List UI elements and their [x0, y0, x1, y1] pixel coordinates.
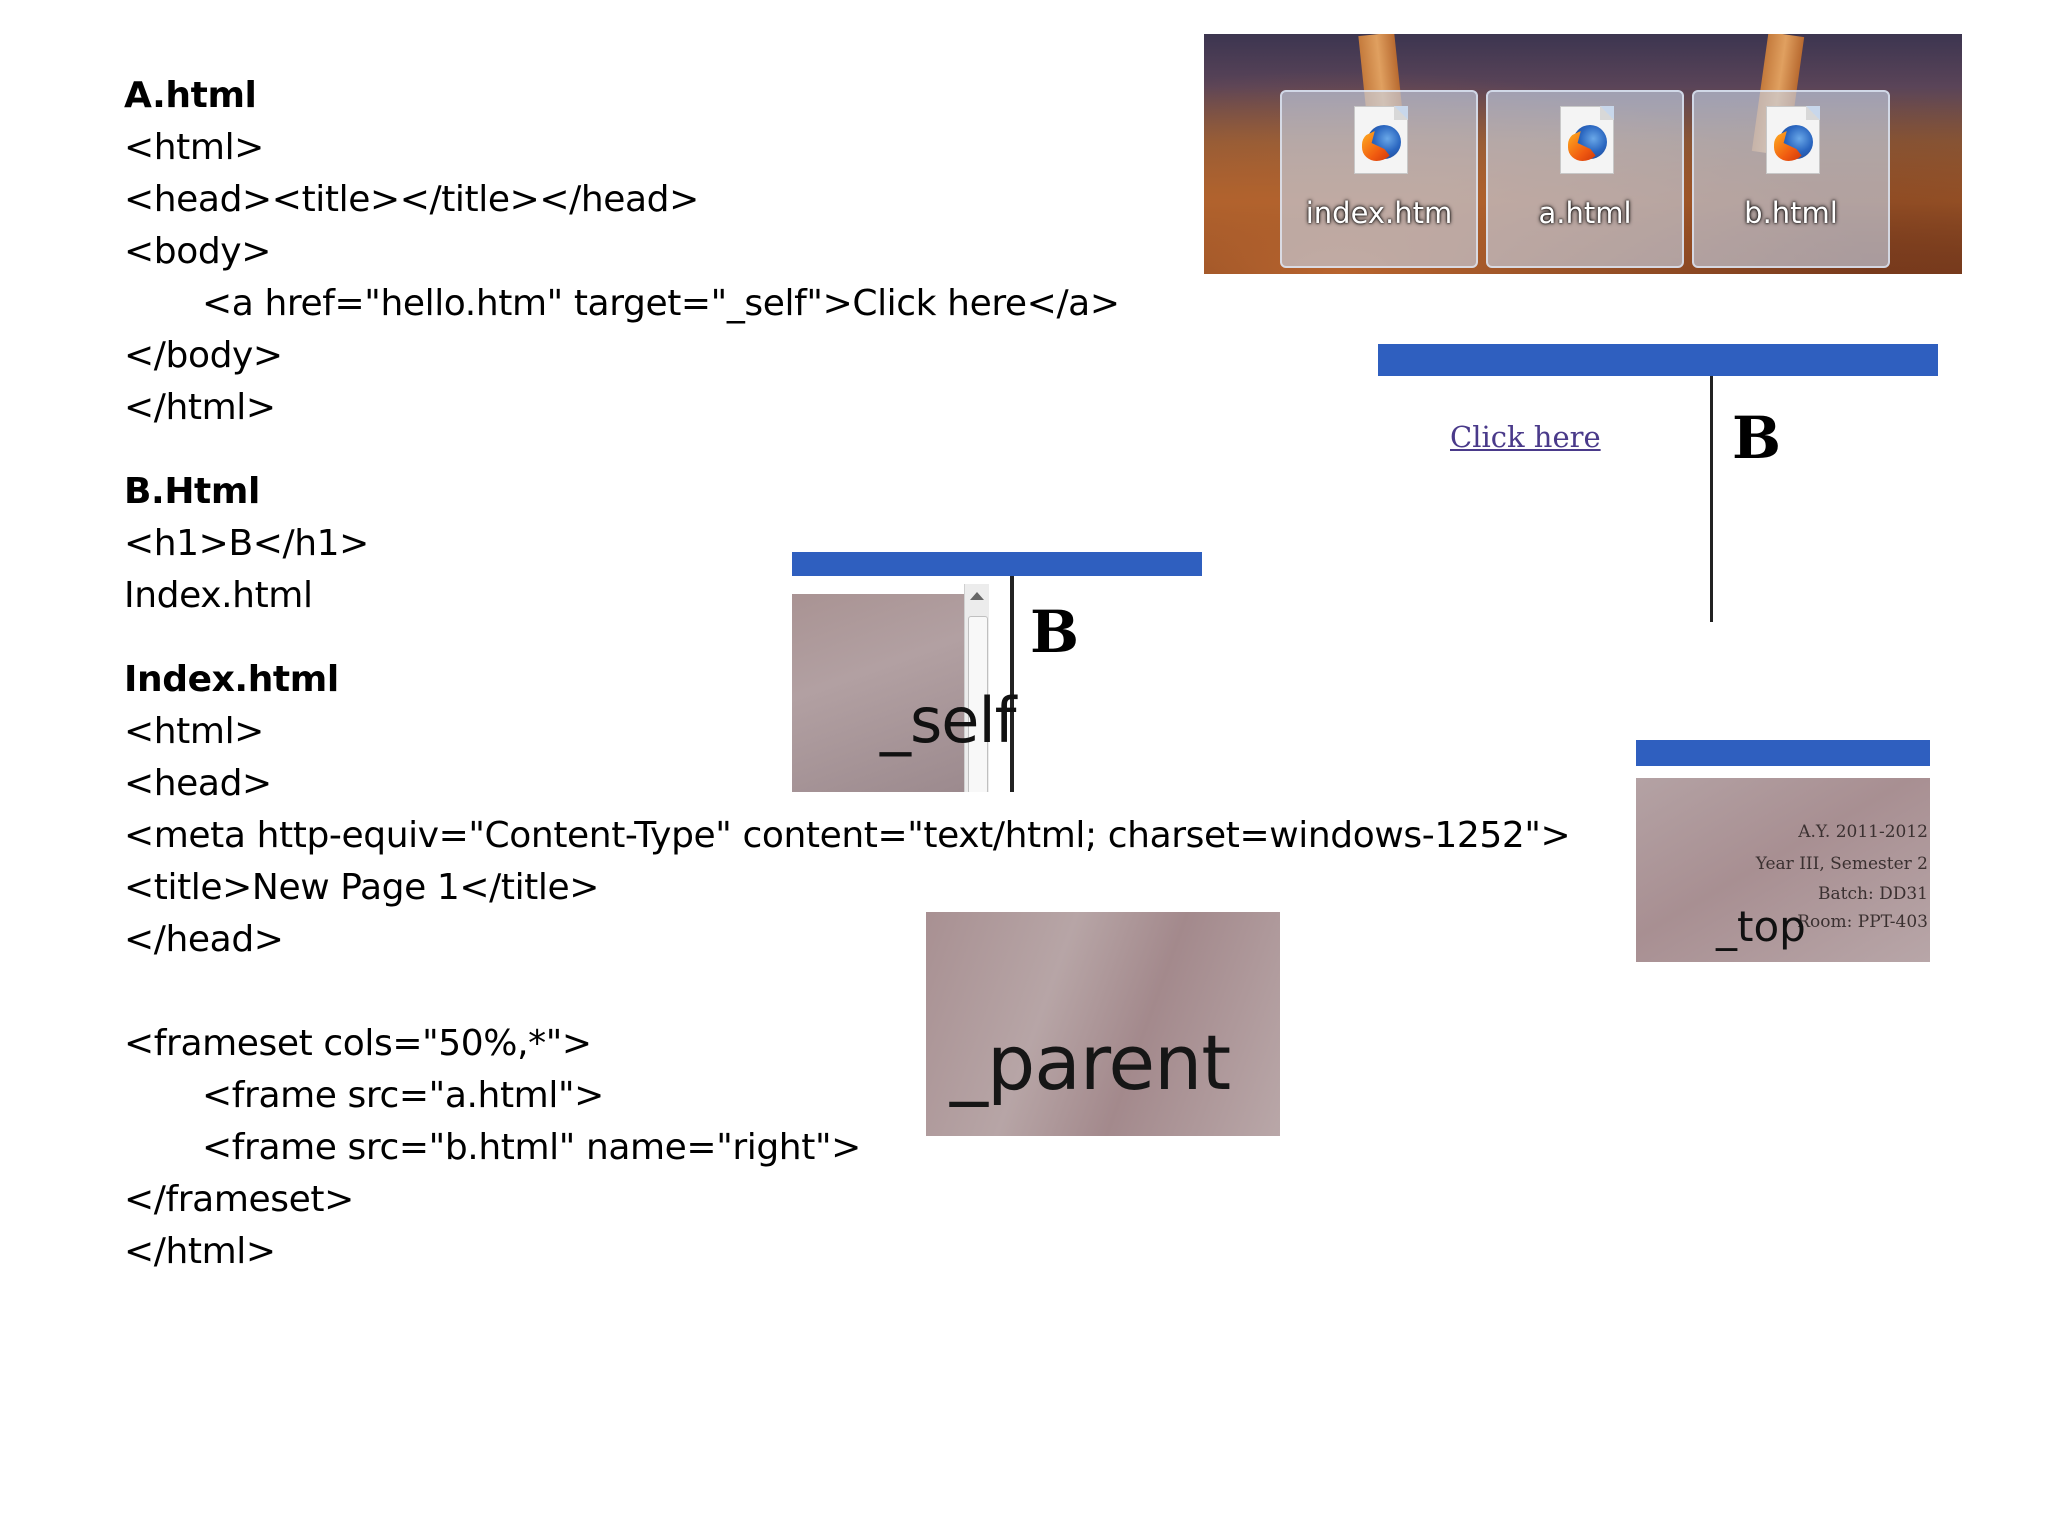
frameset-window: Click here B	[1378, 344, 1938, 622]
frame-heading: B	[1732, 404, 1782, 472]
self-target-window: B _self	[792, 552, 1202, 792]
code-line: <html>	[124, 127, 264, 168]
explorer-screenshot: index.htm a.html b.html	[1204, 34, 1962, 274]
scrollbar[interactable]	[964, 584, 989, 792]
firefox-document-icon	[1560, 106, 1614, 174]
photo-note: Batch: DD31	[1818, 884, 1928, 904]
code-line: <body>	[124, 231, 271, 272]
photo	[1636, 778, 1930, 962]
code-line: </html>	[124, 387, 276, 428]
code-line: <frame src="b.html" name="right">	[202, 1127, 861, 1168]
file-tile[interactable]: index.htm	[1280, 90, 1478, 268]
code-line: <html>	[124, 711, 264, 752]
file-name: b.html	[1744, 196, 1838, 230]
code-line: <head><title></title></head>	[124, 179, 699, 220]
code-line: <h1>B</h1>	[124, 523, 369, 564]
frame-heading: B	[1030, 598, 1080, 666]
scroll-thumb[interactable]	[968, 616, 988, 792]
code-line: </frameset>	[124, 1179, 354, 1220]
file-name: a.html	[1538, 196, 1632, 230]
title-bar	[1378, 344, 1938, 376]
frame-divider[interactable]	[1010, 576, 1014, 792]
code-line: <frame src="a.html">	[202, 1075, 604, 1116]
file-name: index.htm	[1305, 196, 1453, 230]
code-line: <a href="hello.htm" target="_self">Click…	[202, 283, 1120, 324]
firefox-document-icon	[1766, 106, 1820, 174]
click-here-link[interactable]: Click here	[1450, 420, 1601, 454]
parent-target-photo: _parent	[926, 912, 1280, 1136]
code-listing: A.html <html> <head><title></title></hea…	[124, 70, 1584, 1278]
title-bar	[1636, 740, 1930, 766]
file-tile[interactable]: b.html	[1692, 90, 1890, 268]
code-line: Index.html	[124, 575, 313, 616]
firefox-document-icon	[1354, 106, 1408, 174]
code-line: <meta http-equiv="Content-Type" content=…	[124, 815, 1571, 856]
parent-label: _parent	[950, 1018, 1231, 1107]
top-target-window: A.Y. 2011-2012 Year III, Semester 2 Batc…	[1636, 740, 1930, 962]
heading-index-html: Index.html	[124, 659, 339, 700]
code-line: <head>	[124, 763, 272, 804]
code-line: <frameset cols="50%,*">	[124, 1023, 592, 1064]
photo-note: Room: PPT-403	[1797, 912, 1928, 932]
code-line: <title>New Page 1</title>	[124, 867, 600, 908]
photo	[792, 594, 964, 792]
code-line: </html>	[124, 1231, 276, 1272]
scroll-up-arrow-icon[interactable]	[970, 592, 984, 600]
frame-divider[interactable]	[1710, 376, 1713, 622]
heading-a-html: A.html	[124, 75, 257, 116]
top-label: _top	[1716, 902, 1806, 951]
photo-note: Year III, Semester 2	[1755, 854, 1928, 874]
file-tile[interactable]: a.html	[1486, 90, 1684, 268]
title-bar	[792, 552, 1202, 576]
code-line: </head>	[124, 919, 284, 960]
self-label: _self	[880, 684, 1016, 757]
code-line: </body>	[124, 335, 283, 376]
photo-note: A.Y. 2011-2012	[1798, 822, 1928, 842]
heading-b-html: B.Html	[124, 471, 260, 512]
